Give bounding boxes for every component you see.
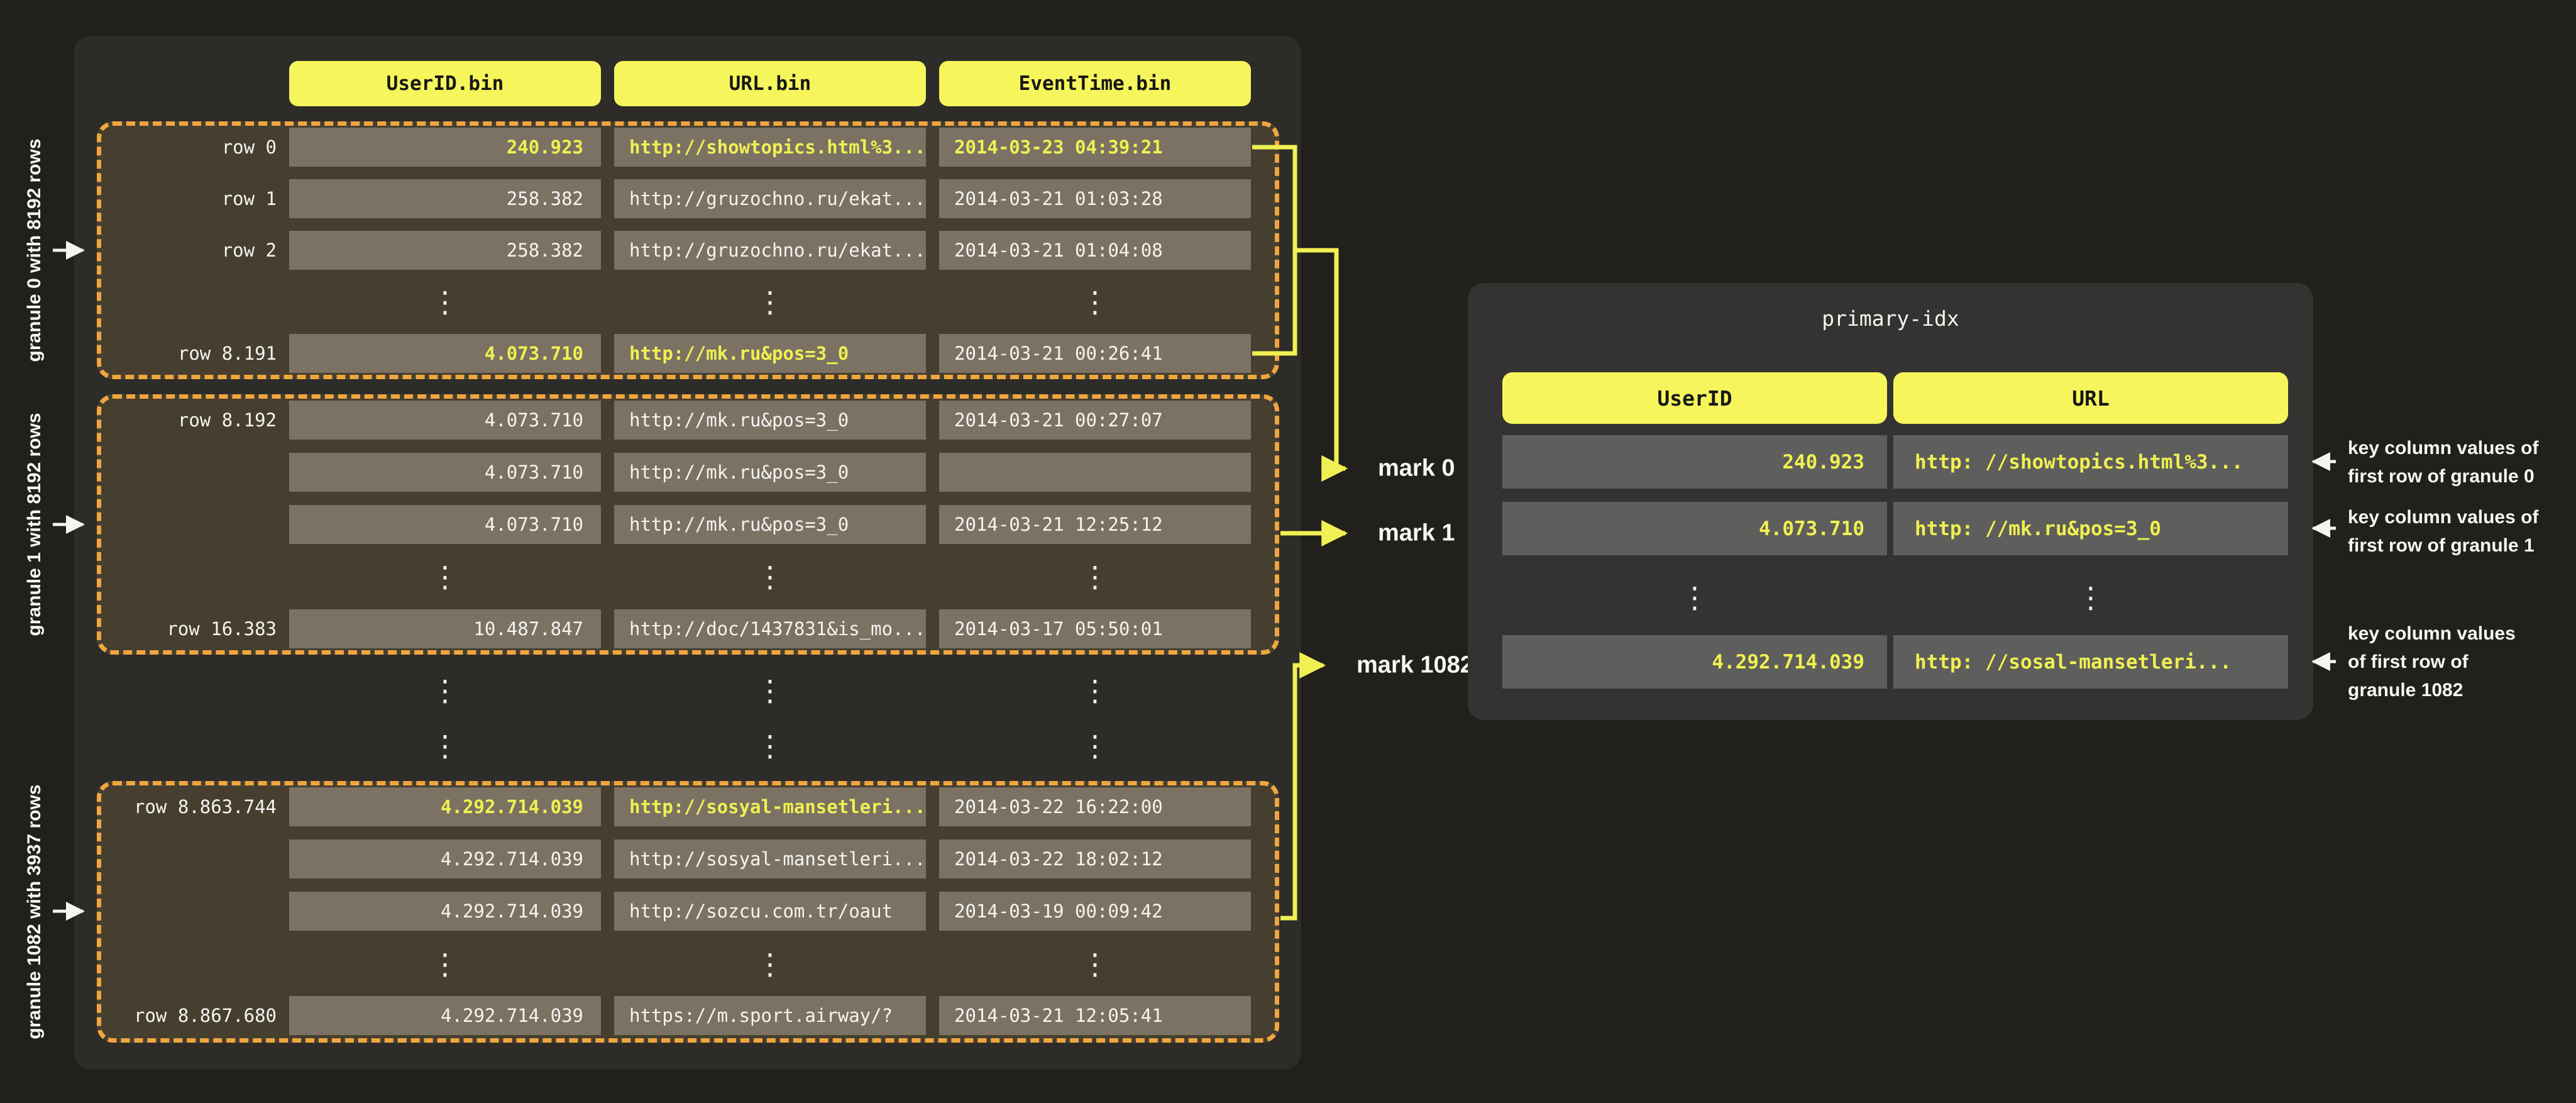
ellipsis: ⋮ [1081,729,1109,763]
cell-eventtime: 2014-03-21 01:03:28 [939,179,1251,218]
cell-userid: 4.292.714.039 [289,996,601,1035]
cell-userid: 258.382 [289,179,601,218]
cell-eventtime: 2014-03-21 00:26:41 [939,334,1251,373]
cell-url: http://sosyal-mansetleri... [614,787,926,826]
cell-userid: 4.073.710 [289,505,601,544]
annotation-line: first row of granule 0 [2348,466,2535,487]
cell-url: http://mk.ru&pos=3_0 [614,401,926,440]
mark-1082-label: mark 1082 [1357,651,1473,679]
ellipsis: ⋮ [756,285,784,319]
granule-1082-label: granule 1082 with 3937 rows [24,784,45,1039]
ellipsis: ⋮ [431,947,460,981]
index-header-url: URL [1893,372,2288,424]
cell-eventtime: 2014-03-17 05:50:01 [939,609,1251,648]
annotation-line: key column values of [2348,507,2539,528]
cell-url: http://gruzochno.ru/ekat... [614,179,926,218]
ellipsis: ⋮ [756,673,784,707]
cell-userid: 4.073.710 [289,401,601,440]
row-label: row 2 [221,240,277,261]
row-label: row 0 [221,136,277,158]
index-cell-url: http: //mk.ru&pos=3_0 [1893,502,2288,555]
primary-index-title: primary-idx [1822,306,1959,331]
cell-eventtime: 2014-03-21 12:25:12 [939,505,1251,544]
cell-eventtime [939,453,1251,492]
cell-eventtime: 2014-03-19 00:09:42 [939,892,1251,931]
bin-file-header-userid: UserID.bin [289,61,601,106]
index-cell-url: http: //showtopics.html%3... [1893,435,2288,489]
ellipsis: ⋮ [431,729,460,763]
ellipsis: ⋮ [1680,580,1709,614]
mark-1-label: mark 1 [1378,519,1455,546]
annotation-line: first row of granule 1 [2348,535,2535,556]
row-label: row 8.867.680 [134,1005,277,1026]
row-label: row 8.191 [177,343,277,364]
index-cell-userid: 4.292.714.039 [1502,635,1887,689]
cell-url: http://gruzochno.ru/ekat... [614,231,926,270]
index-cell-userid: 4.073.710 [1502,502,1887,555]
cell-eventtime: 2014-03-21 12:05:41 [939,996,1251,1035]
granule-1-label: granule 1 with 8192 rows [24,413,45,636]
cell-url: https://m.sport.airway/? [614,996,926,1035]
mark-0-connector [1295,248,1348,482]
cell-eventtime: 2014-03-22 18:02:12 [939,840,1251,879]
index-cell-url: http: //sosal-mansetleri... [1893,635,2288,689]
ellipsis: ⋮ [1081,673,1109,707]
annotation-granule-1082: key column values of first row of granul… [2348,619,2516,704]
row-label: row 8.192 [177,409,277,431]
bin-file-header-url: URL.bin [614,61,926,106]
ellipsis: ⋮ [1081,560,1109,594]
cell-url: http://showtopics.html%3... [614,128,926,167]
annotation-line: key column values of [2348,438,2539,458]
ellipsis: ⋮ [1081,947,1109,981]
cell-userid: 4.292.714.039 [289,787,601,826]
ellipsis: ⋮ [1081,285,1109,319]
cell-userid: 240.923 [289,128,601,167]
cell-url: http://mk.ru&pos=3_0 [614,453,926,492]
annotation-granule-0: key column values of first row of granul… [2348,434,2538,491]
cell-eventtime: 2014-03-22 16:22:00 [939,787,1251,826]
row-label: row 8.863.744 [134,796,277,818]
ellipsis: ⋮ [431,285,460,319]
bin-file-header-eventtime: EventTime.bin [939,61,1251,106]
cell-userid: 258.382 [289,231,601,270]
index-cell-userid: 240.923 [1502,435,1887,489]
ellipsis: ⋮ [431,560,460,594]
cell-url: http://mk.ru&pos=3_0 [614,334,926,373]
cell-eventtime: 2014-03-23 04:39:21 [939,128,1251,167]
row-label: row 16.383 [167,618,277,640]
annotation-line: granule 1082 [2348,680,2463,701]
cell-userid: 4.073.710 [289,334,601,373]
ellipsis: ⋮ [431,673,460,707]
annotation-line: of first row of [2348,651,2469,672]
row-label: row 1 [221,188,277,209]
cell-eventtime: 2014-03-21 01:04:08 [939,231,1251,270]
annotation-line: key column values [2348,623,2516,644]
cell-userid: 10.487.847 [289,609,601,648]
cell-url: http://doc/1437831&is_mo... [614,609,926,648]
ellipsis: ⋮ [756,560,784,594]
mark-0-label: mark 0 [1378,455,1455,482]
cell-url: http://sosyal-mansetleri... [614,840,926,879]
granule-0-label: granule 0 with 8192 rows [24,138,45,362]
cell-eventtime: 2014-03-21 00:27:07 [939,401,1251,440]
cell-userid: 4.292.714.039 [289,892,601,931]
annotation-granule-1: key column values of first row of granul… [2348,503,2538,560]
ellipsis: ⋮ [756,729,784,763]
cell-url: http://mk.ru&pos=3_0 [614,505,926,544]
ellipsis: ⋮ [756,947,784,981]
ellipsis: ⋮ [2076,580,2105,614]
index-header-userid: UserID [1502,372,1887,424]
cell-url: http://sozcu.com.tr/oaut [614,892,926,931]
cell-userid: 4.073.710 [289,453,601,492]
cell-userid: 4.292.714.039 [289,840,601,879]
